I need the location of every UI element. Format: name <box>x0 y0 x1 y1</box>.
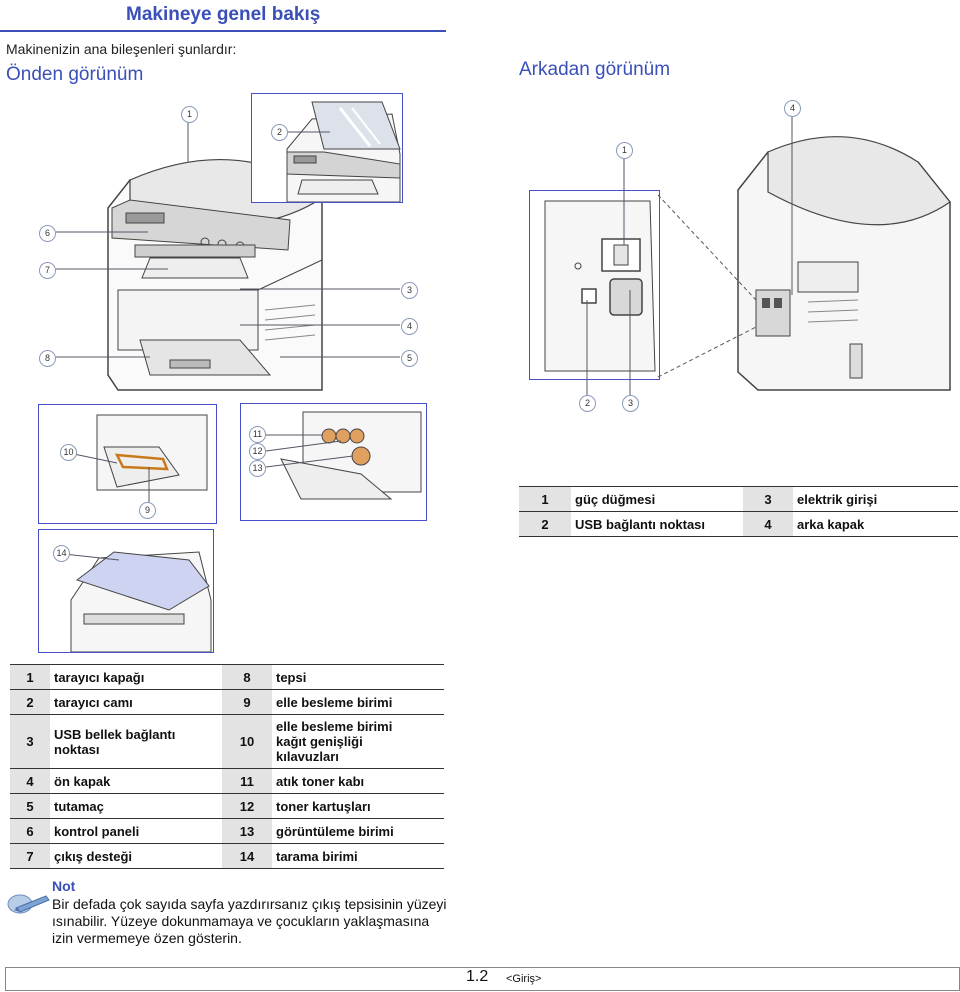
pen-icon <box>6 888 50 918</box>
rear-parts-table: 1 güç düğmesi 3 elektrik girişi 2 USB ba… <box>519 486 958 537</box>
front-leader-lines <box>56 122 400 358</box>
item-label: ön kapak <box>50 768 222 794</box>
manual-feeder-inset <box>38 404 217 524</box>
item-number: 7 <box>10 843 50 869</box>
table-row: 3 USB bellek bağlantı noktası 10 elle be… <box>10 714 444 769</box>
callout-badge: 7 <box>39 262 56 279</box>
intro-text: Makinenizin ana bileşenleri şunlardır: <box>6 41 237 57</box>
chapter-label: <Giriş> <box>506 973 542 985</box>
item-label: elektrik girişi <box>793 486 958 512</box>
page-number: 1.2 <box>466 968 489 985</box>
item-label: arka kapak <box>793 511 958 537</box>
item-label: tarama birimi <box>272 843 444 869</box>
callout-badge: 3 <box>401 282 418 299</box>
item-number: 12 <box>222 793 272 819</box>
rear-ports-inset <box>529 190 660 380</box>
toner-inset <box>240 403 427 521</box>
item-label: tutamaç <box>50 793 222 819</box>
front-view-title: Önden görünüm <box>6 64 144 85</box>
callout-badge: 4 <box>784 100 801 117</box>
front-parts-table: 1 tarayıcı kapağı 8 tepsi 2 tarayıcı cam… <box>10 664 444 869</box>
table-row: 1 tarayıcı kapağı 8 tepsi <box>10 664 444 690</box>
note-title: Not <box>52 878 76 894</box>
callout-badge: 5 <box>401 350 418 367</box>
callout-badge: 9 <box>139 502 156 519</box>
item-label: elle besleme birimi <box>272 689 444 715</box>
callout-badge: 2 <box>579 395 596 412</box>
item-number: 6 <box>10 818 50 844</box>
item-label: tepsi <box>272 664 444 690</box>
note-text: Bir defada çok sayıda sayfa yazdırırsanı… <box>52 896 447 946</box>
item-number: 1 <box>10 664 50 690</box>
callout-badge: 2 <box>271 124 288 141</box>
rear-view-title: Arkadan görünüm <box>519 59 671 80</box>
item-number: 14 <box>222 843 272 869</box>
item-label: tarayıcı kapağı <box>50 664 222 690</box>
scan-unit-inset <box>38 529 214 653</box>
rear-leader-lines <box>586 115 793 395</box>
scanner-glass-inset <box>251 93 403 203</box>
callout-badge: 4 <box>401 318 418 335</box>
item-number: 13 <box>222 818 272 844</box>
table-row: 2 USB bağlantı noktası 4 arka kapak <box>519 511 958 537</box>
item-label: elle besleme birimi kağıt genişliği kıla… <box>272 714 444 769</box>
table-row: 4 ön kapak 11 atık toner kabı <box>10 768 444 794</box>
item-number: 5 <box>10 793 50 819</box>
item-label: USB bağlantı noktası <box>571 511 743 537</box>
item-number: 9 <box>222 689 272 715</box>
printer-front-illustration <box>90 150 350 400</box>
page-title: Makineye genel bakış <box>126 4 321 25</box>
callout-badge: 8 <box>39 350 56 367</box>
item-number: 8 <box>222 664 272 690</box>
table-row: 2 tarayıcı camı 9 elle besleme birimi <box>10 689 444 715</box>
item-label: toner kartuşları <box>272 793 444 819</box>
callout-badge: 10 <box>60 444 77 461</box>
item-number: 2 <box>519 511 571 537</box>
callout-badge: 11 <box>249 426 266 443</box>
item-number: 10 <box>222 714 272 769</box>
item-number: 11 <box>222 768 272 794</box>
printer-rear-illustration <box>728 122 960 397</box>
item-number: 2 <box>10 689 50 715</box>
item-number: 1 <box>519 486 571 512</box>
item-label: çıkış desteği <box>50 843 222 869</box>
callout-badge: 6 <box>39 225 56 242</box>
title-bar <box>0 0 446 32</box>
callout-badge: 12 <box>249 443 266 460</box>
callout-badge: 13 <box>249 460 266 477</box>
item-number: 3 <box>10 714 50 769</box>
item-number: 4 <box>10 768 50 794</box>
item-number: 3 <box>743 486 793 512</box>
item-label: tarayıcı camı <box>50 689 222 715</box>
table-row: 7 çıkış desteği 14 tarama birimi <box>10 843 444 869</box>
table-row: 6 kontrol paneli 13 görüntüleme birimi <box>10 818 444 844</box>
callout-badge: 1 <box>181 106 198 123</box>
item-label: atık toner kabı <box>272 768 444 794</box>
table-row: 5 tutamaç 12 toner kartuşları <box>10 793 444 819</box>
item-number: 4 <box>743 511 793 537</box>
callout-badge: 1 <box>616 142 633 159</box>
item-label: USB bellek bağlantı noktası <box>50 714 222 769</box>
item-label: görüntüleme birimi <box>272 818 444 844</box>
callout-badge: 3 <box>622 395 639 412</box>
table-row: 1 güç düğmesi 3 elektrik girişi <box>519 486 958 512</box>
callout-badge: 14 <box>53 545 70 562</box>
item-label: kontrol paneli <box>50 818 222 844</box>
item-label: güç düğmesi <box>571 486 743 512</box>
